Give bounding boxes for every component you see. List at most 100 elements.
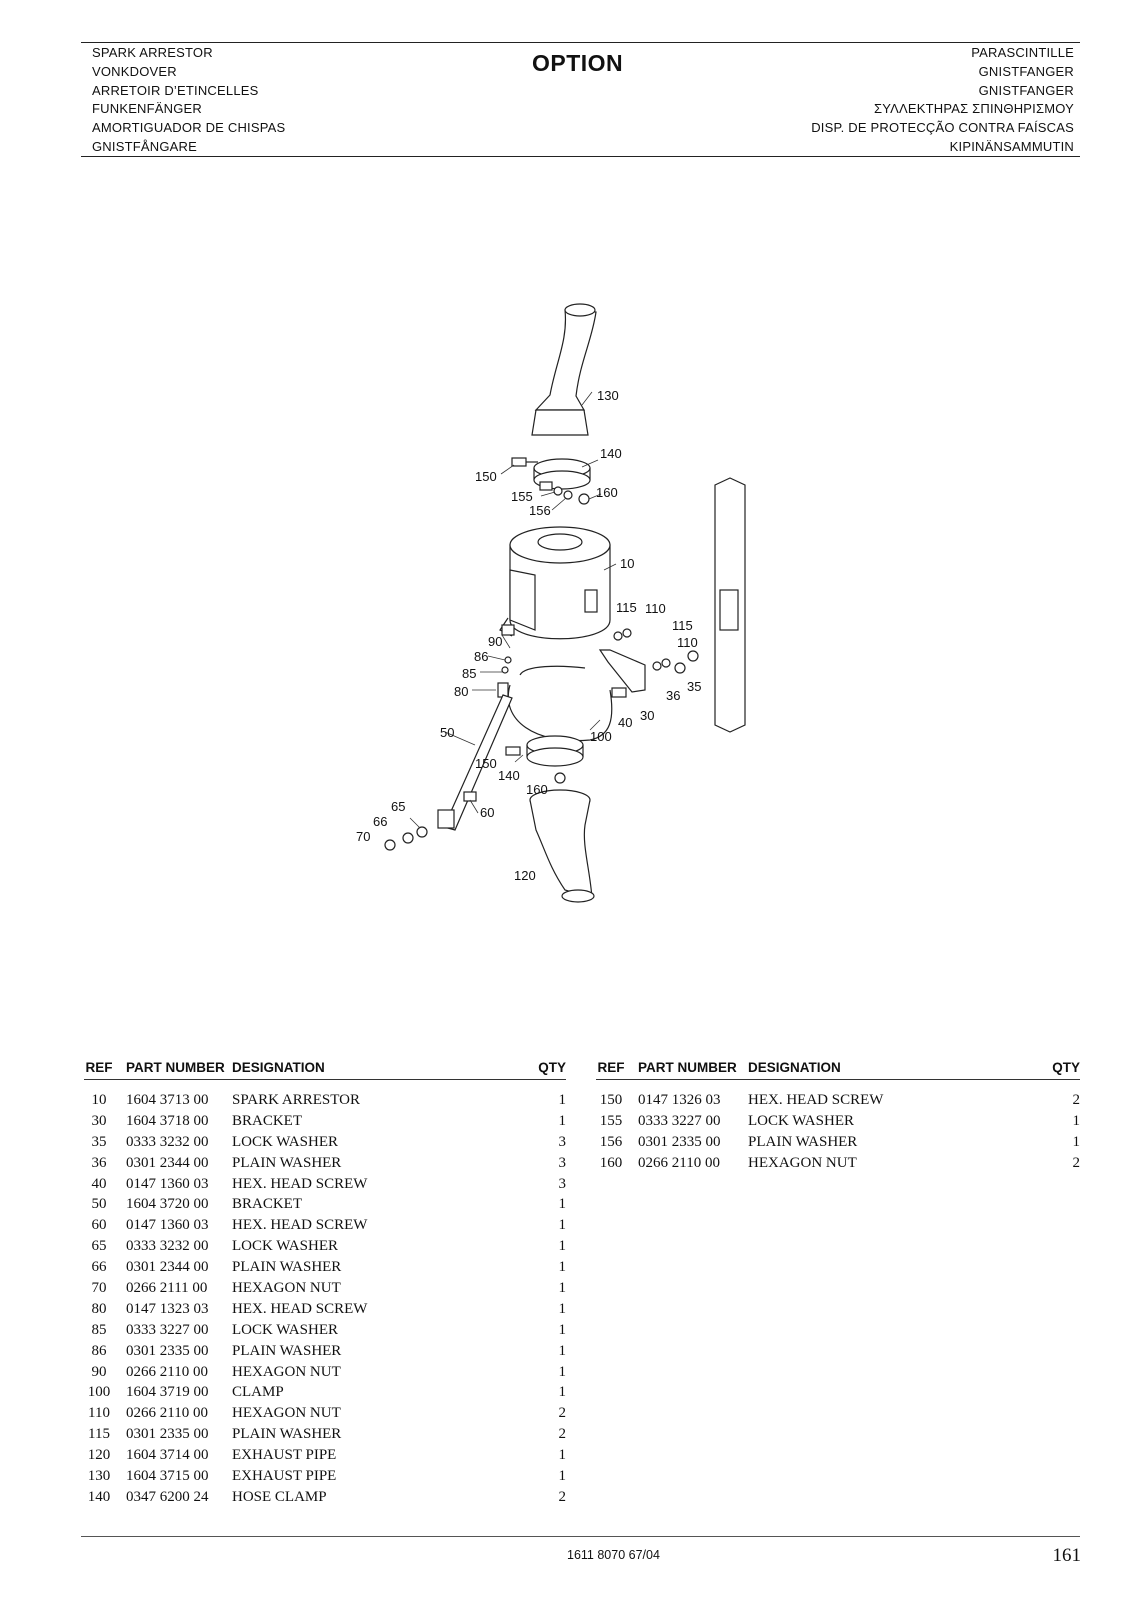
callout-86: 86 bbox=[474, 649, 488, 664]
part-number-cell: 1604 3715 00 bbox=[126, 1467, 209, 1484]
designation-cell: PLAIN WASHER bbox=[748, 1133, 858, 1150]
footer-rule bbox=[81, 1536, 1080, 1537]
callout-40: 40 bbox=[618, 715, 632, 730]
spark-arrestor-outlet bbox=[537, 533, 583, 551]
part-number-cell: 0266 2111 00 bbox=[126, 1279, 208, 1296]
part-number-cell: 0147 1360 03 bbox=[126, 1175, 209, 1192]
callout-160: 160 bbox=[596, 485, 618, 500]
ref-cell: 10 bbox=[91, 1091, 107, 1108]
qty-cell: 1 bbox=[558, 1363, 567, 1380]
designation-cell: BRACKET bbox=[232, 1196, 303, 1213]
table-header-row: REF PART NUMBER DESIGNATION QTY bbox=[84, 1058, 566, 1080]
exhaust-pipe-lower bbox=[529, 799, 593, 899]
part-number-cell: 0301 2335 00 bbox=[126, 1342, 209, 1359]
qty-cell: 3 bbox=[558, 1133, 567, 1150]
part-number-cell: 0266 2110 00 bbox=[126, 1363, 208, 1380]
ref-cell: 120 bbox=[87, 1447, 111, 1464]
callout-155: 155 bbox=[511, 489, 533, 504]
washer-66 bbox=[402, 832, 414, 844]
callout-30: 30 bbox=[640, 708, 654, 723]
header-left-titles: SPARK ARRESTOR VONKDOVER ARRETOIR D’ETIN… bbox=[92, 44, 285, 157]
ref-cell: 36 bbox=[91, 1154, 107, 1171]
header-right-titles: PARASCINTILLE GNISTFANGER GNISTFANGER ΣΥ… bbox=[811, 44, 1074, 157]
designation-cell: LOCK WASHER bbox=[232, 1133, 338, 1150]
designation-cell: HEX. HEAD SCREW bbox=[232, 1217, 368, 1234]
washer-65 bbox=[416, 826, 428, 838]
ref-cell: 86 bbox=[91, 1342, 107, 1359]
part-number-cell: 0333 3232 00 bbox=[126, 1238, 209, 1255]
header-right-line: KIPINÄNSAMMUTIN bbox=[949, 138, 1074, 154]
designation-cell: EXHAUST PIPE bbox=[232, 1467, 337, 1484]
ref-cell: 110 bbox=[88, 1405, 110, 1422]
qty-cell: 1 bbox=[558, 1112, 567, 1129]
col-designation-header: DESIGNATION bbox=[232, 1058, 508, 1080]
callout-70: 70 bbox=[356, 829, 370, 844]
ref-cell: 66 bbox=[91, 1259, 107, 1276]
callout-115b: 115 bbox=[672, 618, 693, 633]
header-left-line: GNISTFÅNGARE bbox=[92, 138, 197, 154]
ref-cell: 130 bbox=[87, 1467, 111, 1484]
designation-cell: EXHAUST PIPE bbox=[232, 1447, 337, 1464]
qty-cell: 3 bbox=[558, 1154, 567, 1171]
designation-cell: HEXAGON NUT bbox=[232, 1363, 341, 1380]
part-number-cell: 0301 2335 00 bbox=[638, 1133, 721, 1150]
pipe-lower-mouth bbox=[561, 889, 595, 903]
header-left-line: AMORTIGUADOR DE CHISPAS bbox=[92, 120, 286, 136]
ref-cell: 115 bbox=[88, 1426, 110, 1443]
callout-80: 80 bbox=[454, 684, 468, 699]
header-bottom-rule bbox=[81, 156, 1080, 157]
nut-160 bbox=[578, 493, 590, 505]
designation-cell: PLAIN WASHER bbox=[232, 1259, 342, 1276]
frame-plate bbox=[719, 589, 739, 631]
washer-36 bbox=[674, 662, 686, 674]
ref-cell: 65 bbox=[91, 1238, 107, 1255]
callout-labels: 130 140 150 155 156 160 10 115 110 115 1… bbox=[356, 388, 701, 883]
screw-40 bbox=[611, 687, 627, 698]
header-right-line: DISP. DE PROTECÇÃO CONTRA FAÍSCAS bbox=[811, 120, 1074, 136]
designation-cell: HEXAGON NUT bbox=[232, 1279, 341, 1296]
lockwasher-35 bbox=[687, 650, 699, 662]
designation-cell: LOCK WASHER bbox=[232, 1321, 338, 1338]
ref-cell: 60 bbox=[91, 1217, 107, 1234]
clamp-lower-base bbox=[526, 747, 584, 767]
bracket-30 bbox=[598, 649, 646, 693]
designation-cell: HEXAGON NUT bbox=[232, 1405, 341, 1422]
spark-arrestor-side bbox=[509, 569, 536, 631]
washer-155 bbox=[553, 486, 563, 496]
qty-cell: 2 bbox=[1072, 1091, 1081, 1108]
ref-cell: 35 bbox=[91, 1133, 107, 1150]
callout-130: 130 bbox=[597, 388, 619, 403]
designation-cell: CLAMP bbox=[232, 1384, 284, 1401]
designation-cell: PLAIN WASHER bbox=[232, 1426, 342, 1443]
exhaust-pipe-upper bbox=[534, 309, 597, 411]
designation-cell: HEXAGON NUT bbox=[748, 1154, 857, 1171]
qty-cell: 3 bbox=[558, 1175, 567, 1192]
callout-66: 66 bbox=[373, 814, 387, 829]
leader-lines bbox=[409, 391, 617, 829]
designation-cell: HOSE CLAMP bbox=[232, 1488, 327, 1505]
clamp-100 bbox=[507, 665, 613, 742]
header-right-line: ΣΥΛΛΕΚΤΗΡΑΣ ΣΠΙΝΘΗΡΙΣΜΟΥ bbox=[873, 101, 1074, 117]
callout-150: 150 bbox=[475, 469, 497, 484]
col-part-number-header: PART NUMBER bbox=[114, 1058, 232, 1080]
callout-60: 60 bbox=[480, 805, 494, 820]
header-right-line: PARASCINTILLE bbox=[971, 45, 1074, 60]
washer-86 bbox=[504, 656, 512, 664]
diagram-drawing: 130 140 150 155 156 160 10 115 110 115 1… bbox=[356, 303, 746, 903]
